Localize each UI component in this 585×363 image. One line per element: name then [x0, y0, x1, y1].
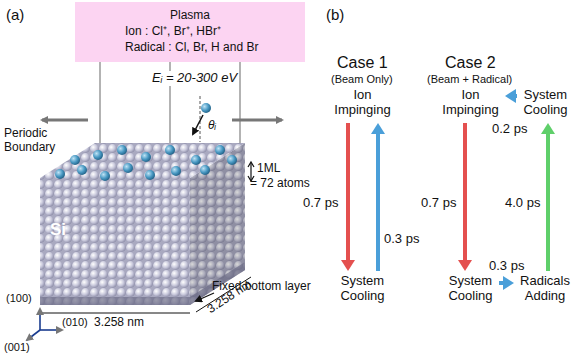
duration-label: 4.0 ps	[505, 196, 540, 211]
step-node: Ion Impinging	[331, 88, 394, 120]
flow-arrow	[546, 132, 550, 271]
node-text: System Cooling	[448, 274, 492, 303]
panel-letter: (a)	[6, 6, 24, 23]
case-title: Case 2	[445, 54, 496, 72]
arrow-head	[541, 123, 555, 134]
node-text: Ion Impinging	[442, 88, 498, 117]
duration-label: 0.7 ps	[421, 196, 456, 211]
case-title: Case 1	[337, 54, 388, 72]
plasma-box: PlasmaIon : Cl⁺, Br⁺, HBr⁺Radical : Cl, …	[75, 2, 305, 62]
axis-label: (100)	[6, 292, 32, 305]
boundary-label: Periodic Boundary	[4, 127, 66, 155]
step-node: System Cooling	[337, 274, 388, 306]
node-text: Radical : Cl, Br, H and Br	[81, 39, 299, 55]
material-label: Si	[50, 220, 66, 240]
flow-arrow	[346, 123, 350, 262]
step-node: System Cooling	[445, 274, 496, 306]
flow-arrow	[463, 123, 467, 262]
duration-label: 0.2 ps	[492, 122, 527, 137]
flow-arrow	[376, 132, 380, 271]
node-text: System Cooling	[340, 274, 384, 303]
case-subtitle: (Beam Only)	[331, 73, 393, 86]
arrow-head	[458, 260, 472, 271]
step-node: Radicals Adding	[517, 274, 573, 306]
node-text: Plasma	[81, 7, 299, 23]
layer-label: = 72 atoms	[250, 177, 310, 191]
node-text: Ion Impinging	[334, 88, 390, 117]
axis-label: (001)	[4, 341, 30, 354]
panel-letter: (b)	[326, 6, 344, 23]
angle-label: θᵢ	[208, 119, 216, 133]
layer-label: 1ML	[257, 162, 280, 176]
step-node: Ion Impinging	[439, 88, 502, 120]
duration-label: 0.3 ps	[489, 259, 524, 274]
arrow-head	[505, 89, 516, 103]
arrow-head	[371, 123, 385, 134]
dimension-label: 3.258 nm	[92, 316, 146, 330]
energy-label: Eᵢ = 20-300 eV	[150, 71, 239, 86]
layer-label: Fixed bottom layer	[212, 280, 311, 294]
node-text: Radicals Adding	[520, 274, 570, 303]
node-text: Ion : Cl⁺, Br⁺, HBr⁺	[81, 23, 299, 39]
arrow-head	[341, 260, 355, 271]
axis-label: (010)	[62, 316, 88, 329]
arrow-head	[503, 276, 514, 290]
case-subtitle: (Beam + Radical)	[427, 73, 512, 86]
node-text: System Cooling	[523, 88, 567, 117]
duration-label: 0.3 ps	[384, 232, 419, 247]
step-node: System Cooling	[520, 88, 571, 120]
duration-label: 0.7 ps	[303, 196, 338, 211]
